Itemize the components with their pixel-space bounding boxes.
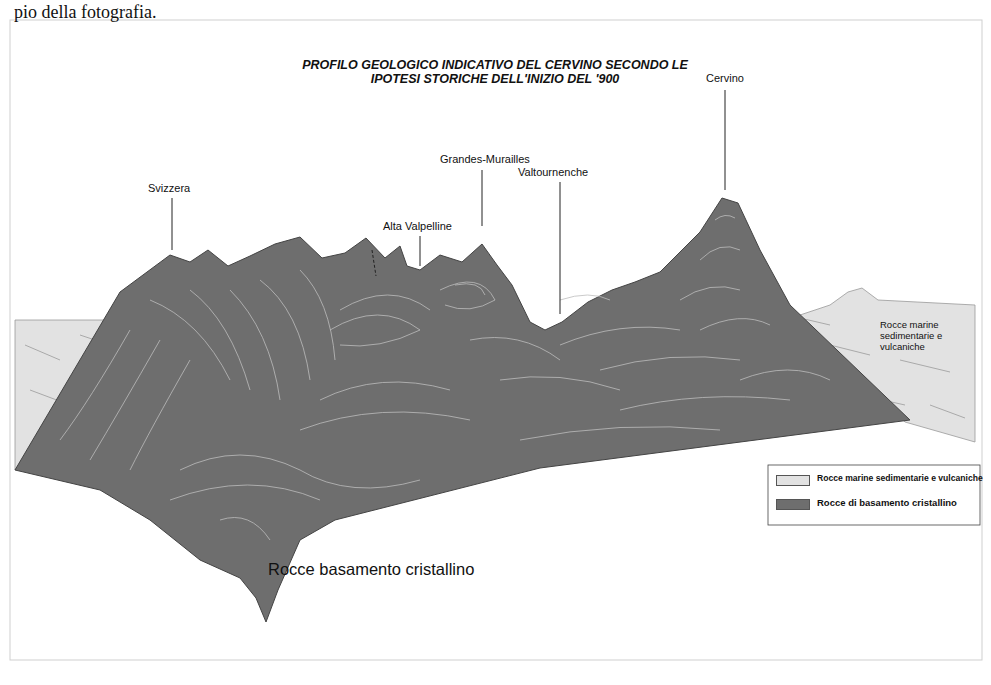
frame <box>10 20 982 660</box>
place-label: Valtournenche <box>518 166 588 179</box>
place-label: Alta Valpelline <box>383 220 452 233</box>
foliation-lines <box>60 215 830 540</box>
legend-swatch <box>776 475 810 486</box>
rock-label: Rocce marine sedimentarie e vulcaniche <box>880 320 972 353</box>
place-label: Grandes-Murailles <box>440 153 530 166</box>
cropped-note: pio della fotografia. <box>14 2 156 23</box>
place-label: Cervino <box>706 72 744 85</box>
leader-lines <box>172 90 725 314</box>
legend-text: Rocce marine sedimentarie e vulcaniche <box>817 474 983 484</box>
rock-label: Rocce basamento cristallino <box>268 560 474 579</box>
legend-text: Rocce di basamento cristallino <box>817 498 957 509</box>
crystalline-basement <box>15 198 910 622</box>
legend-swatch <box>776 499 810 510</box>
place-label: Svizzera <box>148 182 190 195</box>
title: PROFILO GEOLOGICO INDICATIVO DEL CERVINO… <box>280 58 710 87</box>
